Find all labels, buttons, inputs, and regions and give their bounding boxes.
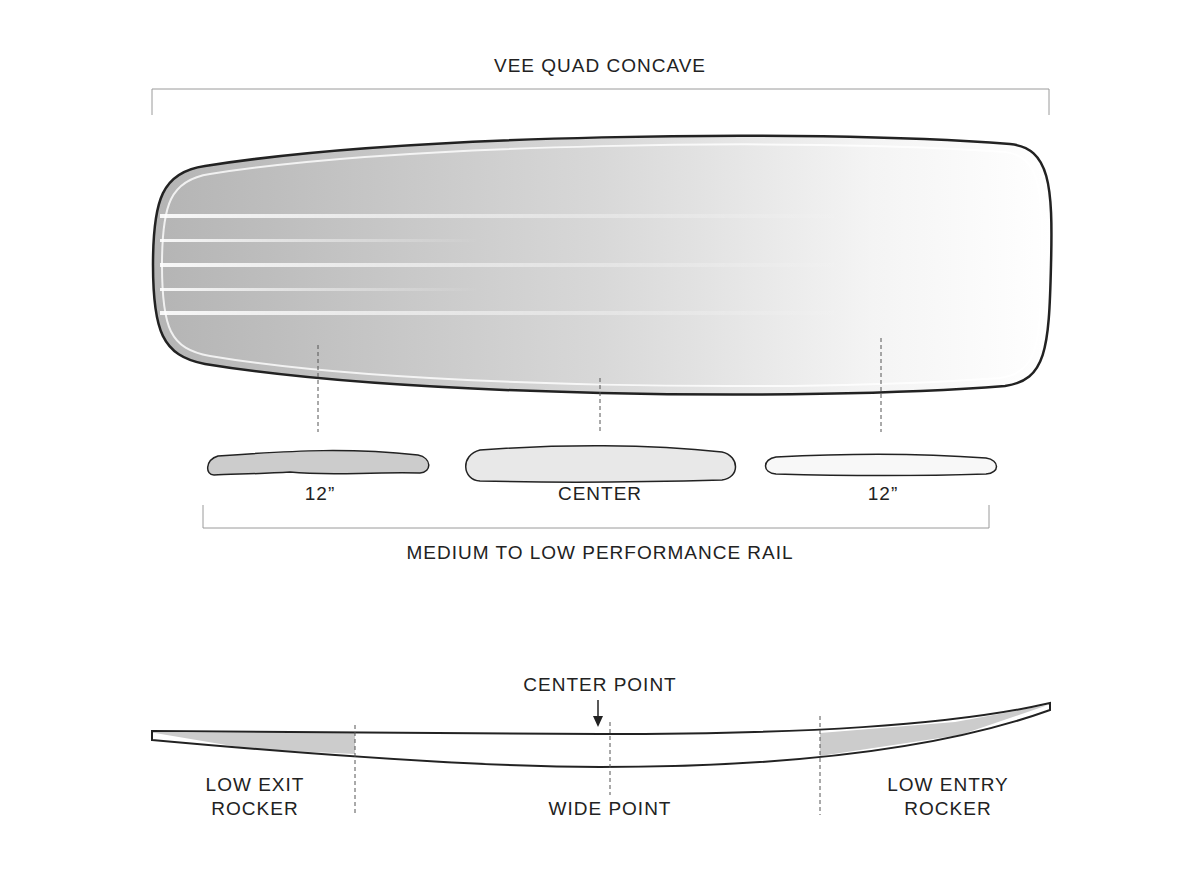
caption-label: LOW ENTRY ROCKER [848, 773, 1048, 821]
center-arrowhead [593, 716, 603, 727]
rail-section [766, 454, 997, 475]
bracket [203, 505, 989, 528]
concave-channels [160, 214, 860, 315]
caption-label: LOW EXIT ROCKER [170, 773, 340, 821]
board-bottom [153, 136, 1051, 395]
entry-rocker-shade [820, 705, 1048, 756]
rail-section [466, 446, 736, 482]
caption-label: VEE QUAD CONCAVE [494, 54, 706, 78]
bracket [152, 89, 1049, 115]
caption-label: CENTER POINT [523, 673, 676, 697]
caption-label: CENTER [558, 482, 642, 506]
section-leaders [318, 338, 881, 432]
caption-label: 12” [868, 482, 898, 506]
caption-label: 12” [305, 482, 335, 506]
rocker-profile [152, 703, 1050, 767]
caption-label: MEDIUM TO LOW PERFORMANCE RAIL [406, 541, 793, 565]
center-arrow [597, 700, 599, 717]
rail-section [208, 451, 429, 475]
caption-label: WIDE POINT [549, 797, 672, 821]
